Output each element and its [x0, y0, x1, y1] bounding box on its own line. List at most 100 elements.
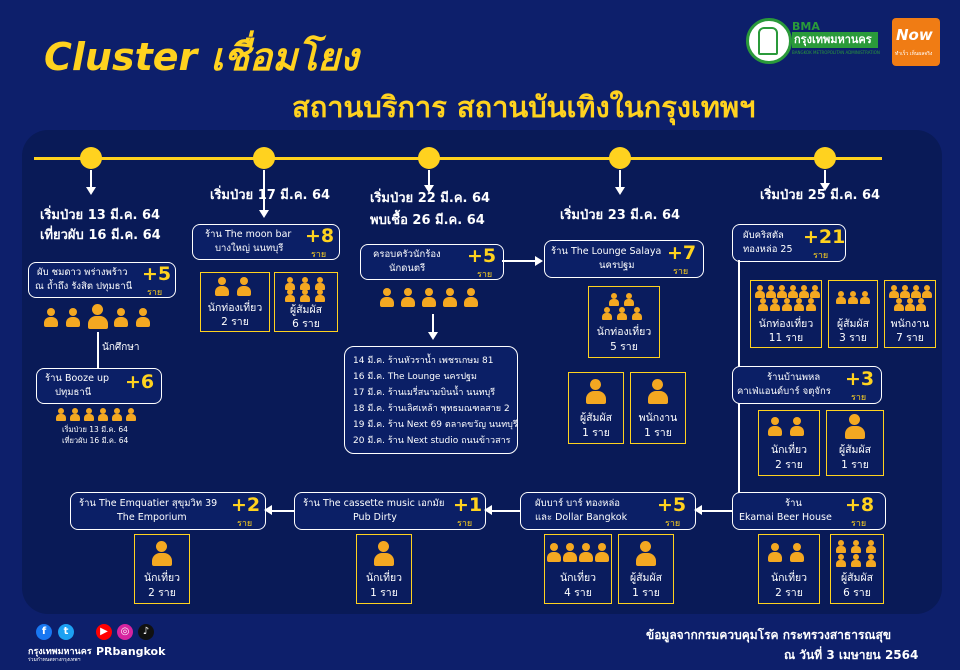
group-count: 2 ราย [775, 587, 803, 599]
node-line2: บางใหญ่ นนทบุรี [215, 243, 284, 254]
arrow-down-icon [86, 187, 96, 195]
node-line1: ผับบาร์ บาร์ ทองหล่อ [535, 498, 620, 509]
node-count: +2 [231, 494, 261, 516]
group-label: นักท่องเที่ยว [207, 302, 263, 314]
group-count: 3 ราย [839, 332, 867, 344]
timeline-dot-3 [418, 147, 440, 169]
group-salaya-staff: พนักงาน 1 ราย [630, 372, 686, 444]
group-salaya-contacts: ผู้สัมผัส 1 ราย [568, 372, 624, 444]
twitter-icon[interactable]: t [58, 624, 74, 640]
node-line1: ร้าน The moon bar [205, 229, 292, 240]
cluster4-date1: เริ่มป่วย 23 มี.ค. 64 [560, 208, 681, 223]
group-crystal-staff: พนักงาน 7 ราย [884, 280, 936, 348]
node-line2: Pub Dirty [353, 512, 397, 523]
node-count: +5 [657, 494, 687, 516]
connector [824, 170, 826, 184]
group-banphol-contacts: ผู้สัมผัส 1 ราย [826, 410, 884, 476]
node-line1: ร้าน The Emquatier สุขุมวิท 39 [79, 498, 218, 509]
node-unit: ราย [813, 251, 829, 261]
now-logo: Now ทำเร็ว เห็นผลจริง [892, 18, 940, 66]
node-unit: ราย [147, 288, 163, 298]
group-count: 1 ราย [582, 427, 610, 439]
timeline-dot-2 [253, 147, 275, 169]
booze-note1: เริ่มป่วย 13 มี.ค. 64 [62, 425, 128, 434]
group-label: นักท่องเที่ยว [758, 318, 814, 330]
node-count: +6 [125, 371, 155, 393]
group-moon-contacts: ผู้สัมผัส 6 ราย [274, 272, 338, 332]
node-count: +7 [667, 242, 697, 264]
group-label: นักเที่ยว [559, 572, 597, 584]
visit-item: 20 มี.ค. ร้าน Next studio ถนนข้าวสาร [353, 436, 511, 446]
node-lounge-salaya: ร้าน The Lounge Salaya นครปฐม +7 ราย [544, 240, 704, 278]
node-emquartier: ร้าน The Emquatier สุขุมวิท 39 The Empor… [70, 492, 266, 530]
bma-logo-short: BMA [792, 20, 820, 33]
group-count: 6 ราย [843, 587, 871, 599]
arrow-left-icon [694, 505, 702, 515]
now-logo-sub: ทำเร็ว เห็นผลจริง [895, 51, 933, 57]
node-line2: ณ ถ้ำถึง รังสิต ปทุมธานี [35, 281, 133, 292]
node-unit: ราย [237, 519, 253, 529]
node-singer-family: ครอบครัวนักร้อง นักดนตรี +5 ราย [360, 244, 504, 280]
node-crystal: ผับคริสตัล ทองหล่อ 25 +21 ราย [732, 224, 846, 262]
cluster2-date1: เริ่มป่วย 17 มี.ค. 64 [210, 188, 331, 203]
group-label: ผู้สัมผัส [289, 304, 323, 316]
footer-bma-label: กรุงเทพมหานคร [28, 647, 92, 657]
node-count: +8 [845, 494, 875, 516]
node-unit: ราย [457, 519, 473, 529]
visit-item: 19 มี.ค. ร้าน Next 69 ตลาดขวัญ นนทบุรี [353, 420, 518, 430]
node-moon-bar: ร้าน The moon bar บางใหญ่ นนทบุรี +8 ราย [192, 224, 340, 260]
node-count: +21 [803, 226, 846, 248]
group-count: 4 ราย [564, 587, 592, 599]
group-phib-tourists: นักเที่ยว 4 ราย [544, 534, 612, 604]
now-logo-text: Now [896, 26, 933, 44]
group-crystal-tourists: นักท่องเที่ยว 11 ราย [750, 280, 822, 348]
group-ekamai-contacts: ผู้สัมผัส 6 ราย [830, 534, 884, 604]
group-label: พนักงาน [890, 318, 930, 330]
group-label: ผู้สัมผัส [579, 412, 613, 424]
visit-item: 14 มี.ค. ร้านหัวราน้ำ เพชรเกษม 81 [353, 356, 494, 366]
youtube-icon[interactable]: ▶ [96, 624, 112, 640]
footer-bma-sub: ร่วมกำหนดทางกรุงเทพฯ [28, 657, 81, 663]
group-label: นักเที่ยว [770, 444, 808, 456]
tiktok-icon[interactable]: ♪ [138, 624, 154, 640]
cluster5-date1: เริ่มป่วย 25 มี.ค. 64 [760, 188, 881, 203]
node-unit: ราย [665, 519, 681, 529]
group-label: นักเที่ยว [143, 572, 181, 584]
arrow-down-icon [820, 183, 830, 191]
facebook-icon[interactable]: f [36, 624, 52, 640]
timeline-dot-1 [80, 147, 102, 169]
node-unit: ราย [477, 270, 493, 280]
connector [272, 510, 294, 512]
footer-pr-label: PRbangkok [96, 645, 166, 658]
group-emq-tourists: นักเที่ยว 2 ราย [134, 534, 190, 604]
connector [428, 170, 430, 186]
people-singer [380, 288, 480, 310]
arrow-left-icon [484, 505, 492, 515]
timeline-dot-5 [814, 147, 836, 169]
group-label: ผู้สัมผัส [836, 318, 870, 330]
connector [502, 260, 536, 262]
node-line1: ผับ ชมดาว พร่างพร้าว [37, 267, 128, 278]
group-count: 1 ราย [632, 587, 660, 599]
group-count: 5 ราย [610, 341, 638, 353]
cluster1-date1: เริ่มป่วย 13 มี.ค. 64 [40, 208, 161, 223]
instagram-icon[interactable]: ◎ [117, 624, 133, 640]
node-line1: ผับคริสตัล [743, 230, 784, 241]
node-line2: ทองหล่อ 25 [743, 244, 793, 255]
group-count: 11 ราย [768, 332, 804, 344]
group-label: พนักงาน [638, 412, 678, 424]
node-line1: ร้าน The cassette music เอกมัย [303, 498, 445, 509]
group-crystal-contacts: ผู้สัมผัส 3 ราย [828, 280, 878, 348]
cluster1-date2: เที่ยวผับ 16 มี.ค. 64 [40, 228, 161, 243]
node-count: +5 [142, 263, 172, 285]
group-phib-contacts: ผู้สัมผัส 1 ราย [618, 534, 674, 604]
node-count: +1 [453, 494, 483, 516]
node-line2: นักดนตรี [389, 263, 426, 274]
group-banphol-tourists: นักเที่ยว 2 ราย [758, 410, 820, 476]
visit-item: 17 มี.ค. ร้านเมรี่สนามบินน้ำ นนทบุรี [353, 388, 496, 398]
group-cassette-tourists: นักเที่ยว 1 ราย [356, 534, 412, 604]
node-banphol: ร้านบ้านพหล คาเฟ่แอนด์บาร์ จตุจักร +3 รา… [732, 366, 882, 404]
node-line2: และ Dollar Bangkok [535, 512, 628, 523]
node-cassette: ร้าน The cassette music เอกมัย Pub Dirty… [294, 492, 486, 530]
group-ekamai-tourists: นักเที่ยว 2 ราย [758, 534, 820, 604]
